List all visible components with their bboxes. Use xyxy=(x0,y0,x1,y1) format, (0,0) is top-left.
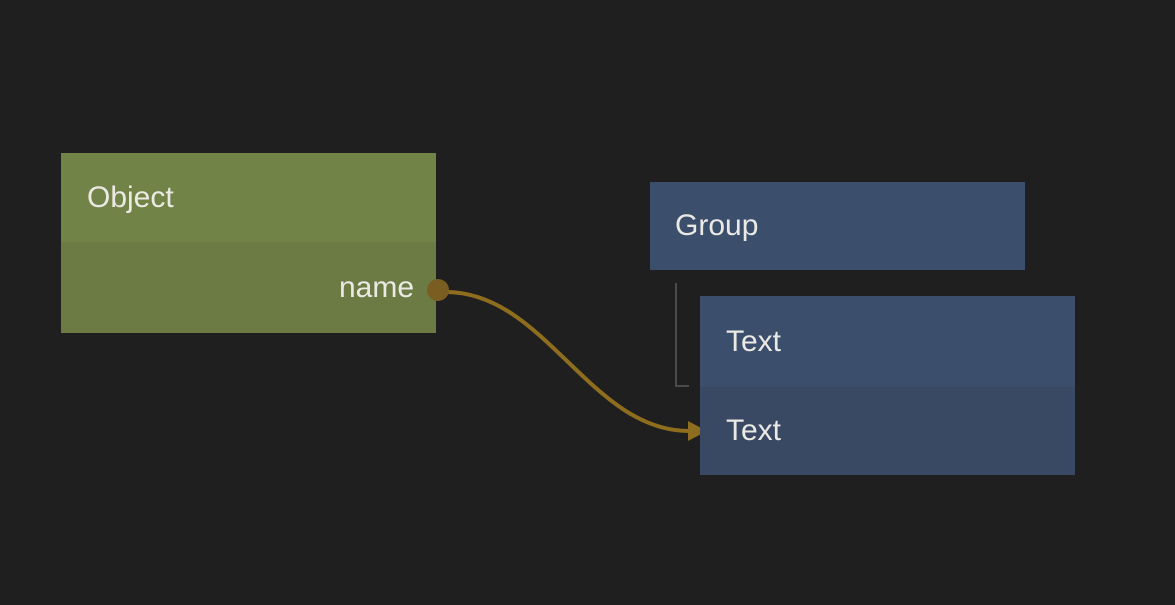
node-object-output-label: name xyxy=(338,270,414,304)
node-group-title: Group xyxy=(675,209,759,242)
node-text[interactable]: Text Text xyxy=(700,296,1075,475)
node-group-header[interactable]: Group xyxy=(650,182,1025,270)
node-text-row-label: Text xyxy=(726,414,782,447)
node-text-title: Text xyxy=(726,324,782,358)
node-group[interactable]: Group xyxy=(650,182,1025,270)
node-object[interactable]: Object name xyxy=(61,153,436,333)
node-object-output-row[interactable]: name xyxy=(61,242,436,333)
node-text-input-row[interactable]: Text xyxy=(700,387,1075,475)
output-port-name[interactable] xyxy=(427,279,449,301)
node-text-header[interactable]: Text xyxy=(700,296,1075,387)
node-object-title: Object xyxy=(87,180,174,214)
connection-object-name-to-text[interactable] xyxy=(445,290,690,433)
group-child-elbow-line xyxy=(675,283,689,387)
node-object-header[interactable]: Object xyxy=(61,153,436,242)
